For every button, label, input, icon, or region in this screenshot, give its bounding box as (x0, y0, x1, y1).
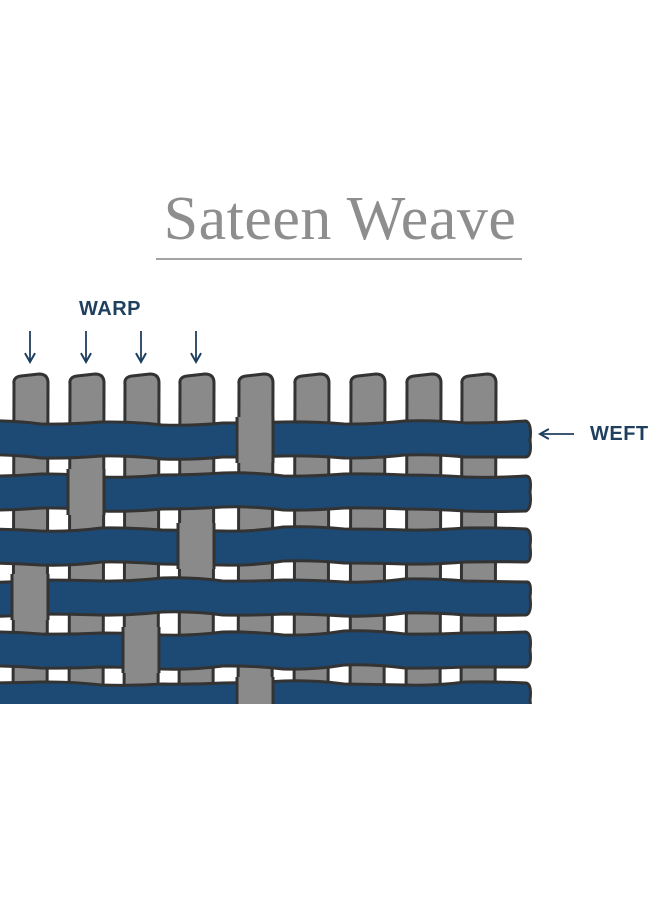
warp-float (237, 677, 273, 704)
warp-float (12, 574, 48, 620)
warp-float (178, 523, 214, 569)
warp-float (68, 469, 104, 515)
weft-thread (0, 471, 532, 513)
weft-thread (0, 525, 532, 567)
weft-thread (0, 576, 532, 618)
weft-label: WEFT (590, 423, 649, 445)
weft-thread (0, 629, 532, 671)
warp-label: WARP (79, 298, 141, 320)
warp-float (123, 627, 159, 673)
diagram-title: Sateen Weave (163, 185, 517, 253)
warp-float (237, 417, 273, 463)
title-underline (156, 258, 522, 260)
